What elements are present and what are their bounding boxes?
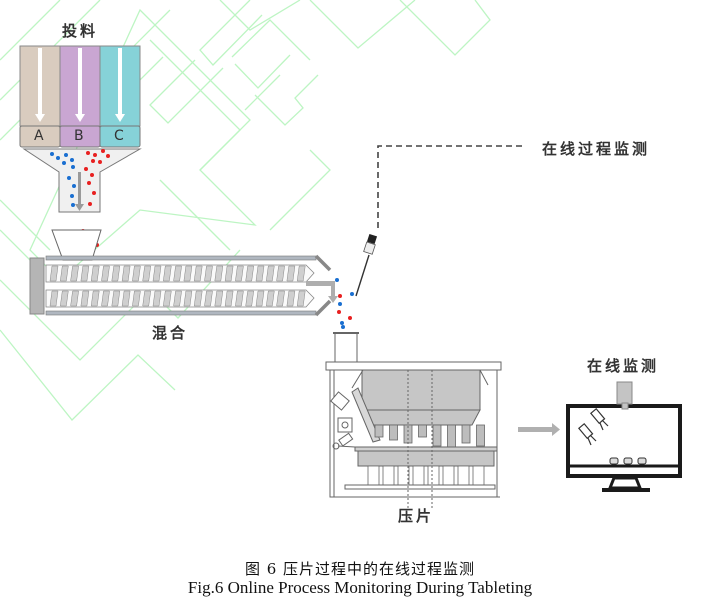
tablet-icon — [609, 457, 647, 465]
particle — [71, 203, 75, 207]
nir-probe — [355, 145, 526, 297]
particle — [70, 158, 74, 162]
monitor-icon — [566, 381, 682, 492]
particle — [86, 151, 90, 155]
particle — [72, 184, 76, 188]
particle — [350, 292, 354, 296]
label-online-process-monitoring: 在线过程监测 — [542, 140, 651, 158]
label-mixing: 混合 — [152, 324, 189, 342]
particle — [98, 160, 102, 164]
particle — [93, 153, 97, 157]
particle — [106, 154, 110, 158]
particle — [64, 153, 68, 157]
particle — [50, 152, 54, 156]
particle — [70, 194, 74, 198]
feed-hoppers — [19, 45, 142, 213]
tablet-press — [325, 332, 502, 508]
dashed-signal-line — [377, 145, 526, 228]
figure-caption-chinese: 图 6 压片过程中的在线过程监测 — [244, 560, 476, 578]
hopper-c-label: C — [114, 128, 127, 144]
particle — [335, 278, 339, 282]
right-arrow-icon — [518, 423, 560, 436]
particle — [90, 173, 94, 177]
label-tableting: 压片 — [398, 507, 435, 525]
particle — [88, 202, 92, 206]
particle — [337, 310, 341, 314]
particle — [101, 149, 105, 153]
down-arrow-icon — [35, 48, 125, 122]
particle — [338, 294, 342, 298]
figure-caption-english: Fig.6 Online Process Monitoring During T… — [187, 578, 533, 597]
particle — [87, 181, 91, 185]
hopper-b-label: B — [74, 128, 87, 144]
particle — [340, 321, 344, 325]
particle — [62, 161, 66, 165]
label-online-monitoring: 在线监测 — [587, 357, 660, 375]
particle — [341, 325, 345, 329]
particle — [84, 167, 88, 171]
particle — [67, 176, 71, 180]
hopper-a-label: A — [34, 128, 47, 144]
twin-screw-mixer — [29, 229, 338, 317]
particle — [348, 316, 352, 320]
particle — [71, 165, 75, 169]
particle — [91, 159, 95, 163]
particle — [338, 302, 342, 306]
particle — [92, 191, 96, 195]
probe-head-icon — [577, 407, 609, 446]
particle — [56, 156, 60, 160]
label-feeding: 投料 — [62, 22, 99, 40]
outlet-particles — [335, 278, 354, 329]
